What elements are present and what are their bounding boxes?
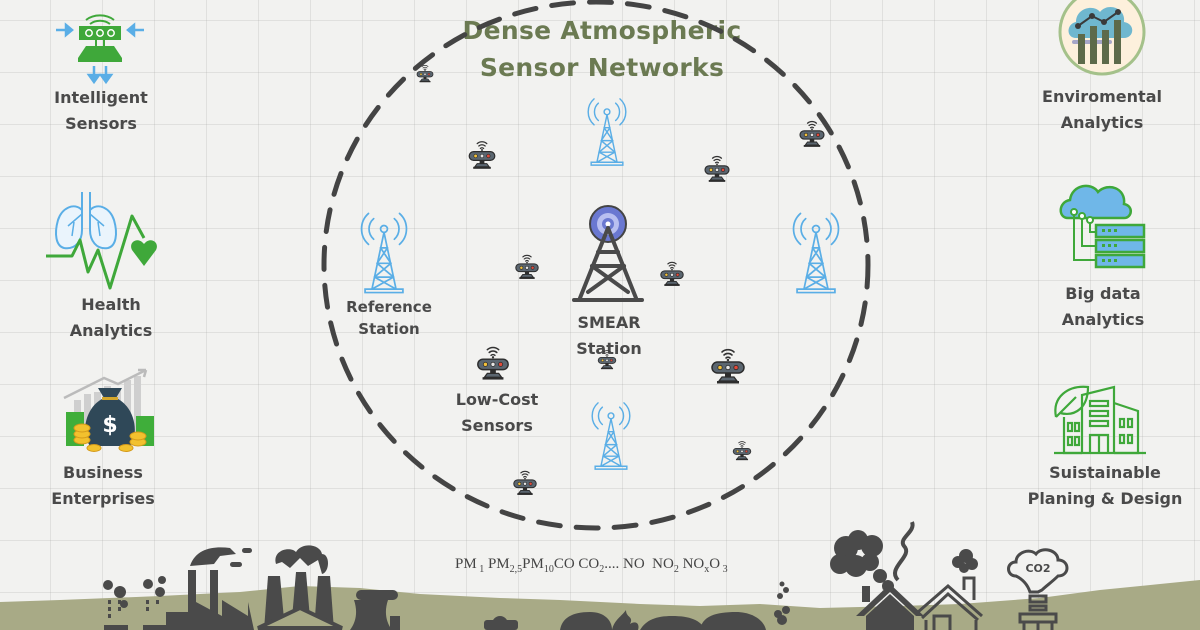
low-cost-sensor-icon[interactable] (415, 60, 435, 86)
pollutant-no2: NO (652, 556, 674, 572)
low-cost-sensor-icon[interactable] (731, 436, 753, 464)
label-line-1: Reference (346, 298, 432, 316)
reference-tower-icon (587, 97, 627, 167)
co2-cloud-label: CO2 (1025, 562, 1050, 575)
label-line-2: Station (358, 320, 420, 338)
cloud-server-icon (1059, 184, 1146, 269)
pollutant-no2-sub: 2 (673, 564, 679, 575)
smear-station-label: SMEAR Station (576, 310, 641, 362)
label-line-2: Analytics (1061, 310, 1145, 329)
diagram-title: Dense Atmospheric Sensor Networks (463, 12, 742, 86)
money-bag-chart-icon: $ (63, 368, 154, 452)
label-line-1: Low-Cost (455, 390, 539, 409)
label-line-1: SMEAR (577, 313, 641, 332)
city-pollution-scene: CO2 (0, 521, 1200, 630)
pollutant-pm10: PM (522, 556, 544, 572)
reference-tower-icon (792, 212, 840, 294)
label-line-2: Station (576, 339, 642, 358)
low-cost-sensor-icon[interactable] (596, 346, 618, 372)
left-item-intelligent-sensors: Intelligent Sensors (54, 85, 148, 137)
label-line-2: Sensors (65, 114, 137, 133)
label-line-1: Big data (1065, 284, 1141, 303)
low-cost-sensor-icon[interactable] (702, 148, 732, 188)
pollutant-nox: NO (682, 556, 705, 572)
pollutant-pm10-sub: 10 (543, 564, 554, 575)
pollutant-pm25-sub: 2,5 (509, 564, 523, 575)
pollutant-co2-sub: 2 (599, 564, 605, 575)
title-line-2: Sensor Networks (479, 53, 725, 82)
label-line-2: Planing & Design (1027, 489, 1183, 508)
low-cost-sensor-icon[interactable] (708, 340, 748, 390)
label-line-1: Suistainable (1049, 463, 1161, 482)
pollutant-pm1: PM (455, 556, 477, 572)
low-cost-sensor-icon[interactable] (797, 115, 827, 151)
green-building-leaf-icon (1054, 385, 1146, 455)
right-item-environmental-analytics: Enviromental Analytics (1042, 84, 1162, 136)
pollutant-ellipsis: .... (604, 556, 620, 572)
pollutant-o3: O (709, 556, 721, 572)
cloud-bar-chart-icon (1058, 0, 1146, 76)
smear-tower-icon (572, 205, 644, 302)
pollutant-co2: CO (578, 556, 600, 572)
pollutant-co: CO (553, 556, 575, 572)
label-line-1: Intelligent (54, 88, 148, 107)
pollutant-nox-sub: x (704, 564, 710, 575)
label-line-2: Analytics (69, 321, 153, 340)
svg-text:$: $ (102, 413, 117, 438)
pollutant-list: PM 1 PM2,5PM10CO CO2.... NO NO2 NOxO 3 (455, 556, 728, 575)
title-line-1: Dense Atmospheric (462, 16, 742, 45)
low-cost-sensor-icon[interactable] (466, 136, 498, 172)
low-cost-sensor-icon[interactable] (511, 464, 539, 500)
left-item-business-enterprises: Business Enterprises (51, 460, 154, 512)
low-cost-sensor-icon[interactable] (474, 338, 512, 386)
reference-tower-icon (591, 401, 631, 471)
reference-tower-icon (360, 212, 408, 294)
pollutant-o3-sub: 3 (722, 564, 728, 575)
label-line-1: Health (81, 295, 141, 314)
label-line-1: Enviromental (1042, 87, 1162, 106)
low-cost-sensors-label: Low-Cost Sensors (456, 387, 539, 439)
reference-station-label: Reference Station (346, 296, 432, 340)
low-cost-sensor-icon[interactable] (513, 248, 541, 284)
label-line-1: Business (63, 463, 143, 482)
pollutant-pm25: PM (487, 556, 510, 572)
right-item-big-data-analytics: Big data Analytics (1062, 281, 1145, 333)
label-line-2: Enterprises (51, 489, 155, 508)
pollutant-no: NO (623, 556, 645, 572)
intelligent-sensor-icon (56, 14, 144, 85)
lungs-heartbeat-icon (46, 192, 157, 290)
left-item-health-analytics: Health Analytics (70, 292, 153, 344)
label-line-2: Analytics (1060, 113, 1144, 132)
pollutant-pm1-sub: 1 (479, 564, 485, 575)
low-cost-sensor-icon[interactable] (658, 254, 686, 292)
label-line-2: Sensors (461, 416, 533, 435)
right-item-sustainable-planning: Suistainable Planing & Design (1028, 460, 1183, 512)
